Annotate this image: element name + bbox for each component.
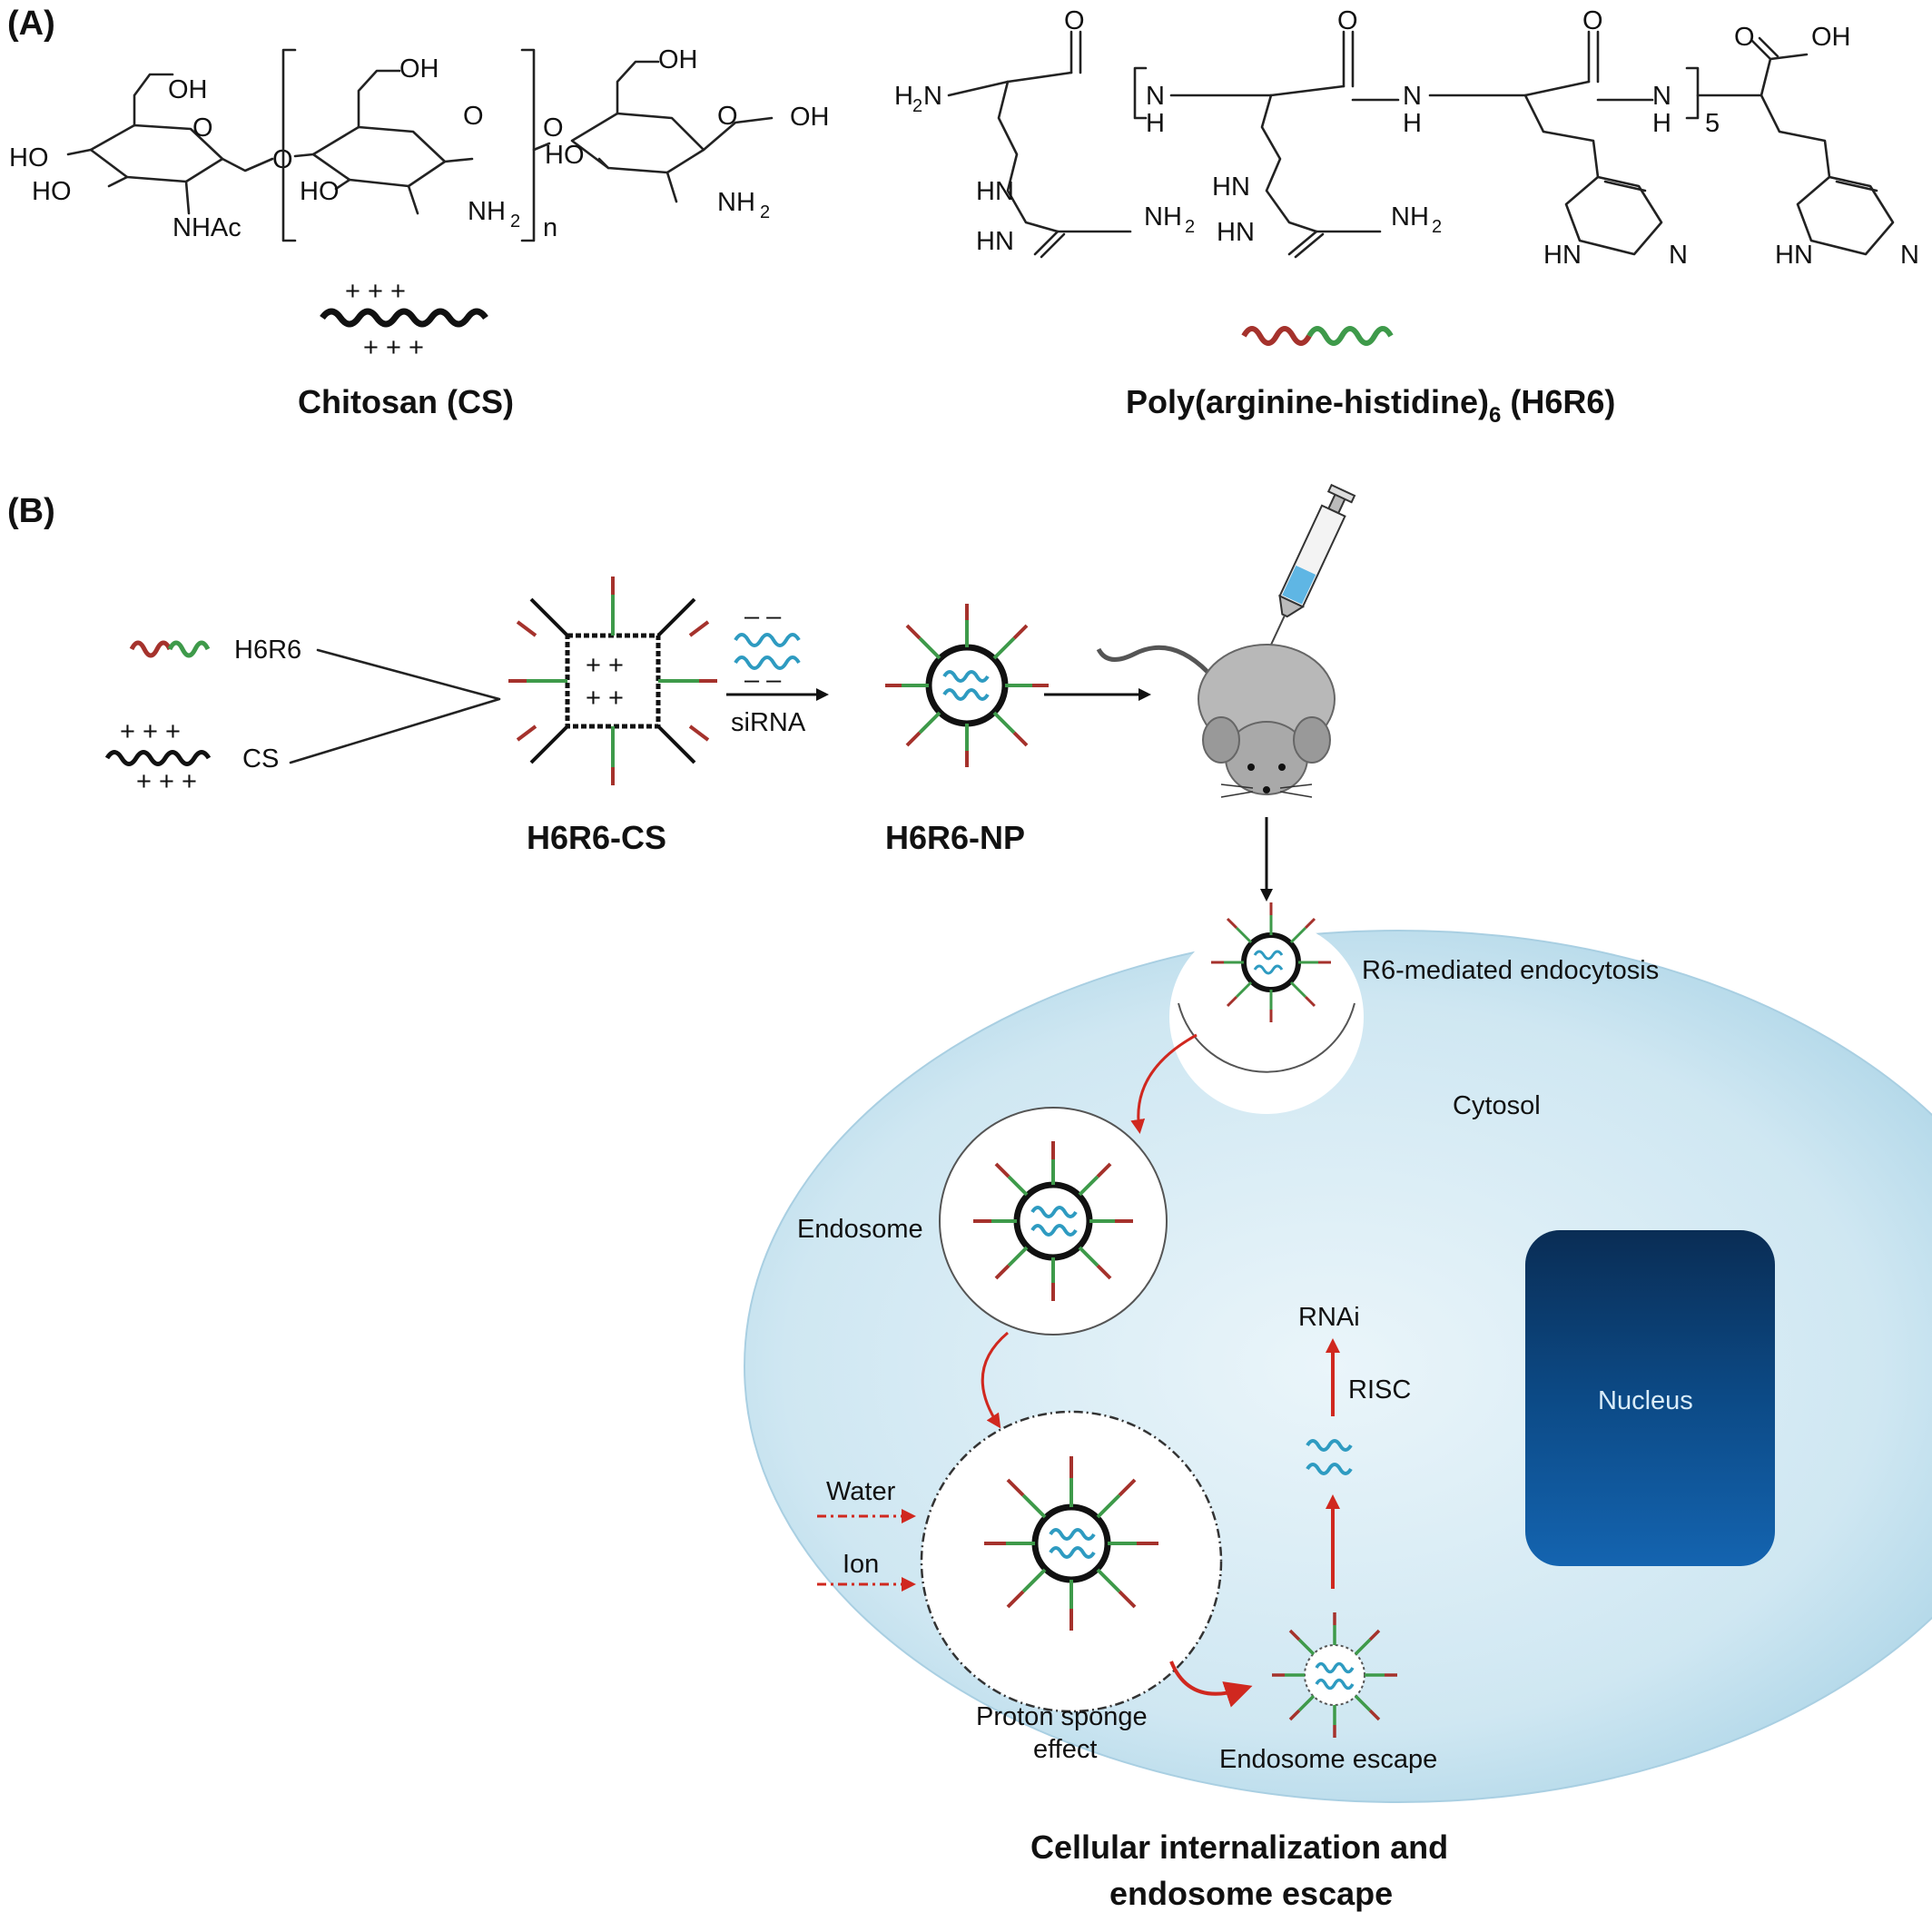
chitosan-atom-nh2-b-sub: 2 [760, 202, 770, 222]
chitosan-atom-ho1: HO [9, 143, 49, 172]
nucleus-label: Nucleus [1598, 1386, 1693, 1415]
h6r6-nh-1-sub: 2 [1185, 217, 1195, 237]
h6r6-cs-charge-2: + + [586, 684, 624, 713]
chitosan-atom-o: O [192, 113, 213, 143]
legend-join-lines [289, 648, 501, 764]
sirna-charge-bottom: – – [744, 665, 782, 695]
chitosan-symbol: + + + + + + [320, 277, 488, 362]
h6r6-h-2: H [1403, 109, 1422, 138]
h6r6-oh: OH [1811, 23, 1851, 52]
h6r6-h-3: H [1652, 109, 1671, 138]
chitosan-atom-o-link2: O [543, 113, 564, 143]
arrow-to-endosome [1130, 1033, 1198, 1134]
panel-a-label: (A) [7, 5, 55, 43]
h6r6-o3: O [1582, 6, 1603, 35]
h6r6-his2-n: N [1900, 241, 1919, 270]
legend-h6r6-label: H6R6 [234, 636, 301, 665]
chitosan-atom-nh2-b: NH [717, 188, 755, 217]
h6r6-cs-charge-1: + + [586, 651, 624, 680]
h6r6-hn-3: HN [1212, 172, 1250, 202]
chitosan-atom-nh2: NH [468, 197, 506, 226]
chitosan-caption: Chitosan (CS) [298, 383, 514, 420]
legend-cs: + + + + + + [104, 717, 212, 796]
h6r6-o2: O [1337, 6, 1358, 35]
rnai-label: RNAi [1298, 1303, 1360, 1332]
water-label: Water [826, 1477, 896, 1506]
h6r6-h2n-2: 2 [912, 96, 922, 116]
risc-label: RISC [1348, 1375, 1411, 1405]
h6r6-h2n-n: N [923, 82, 942, 111]
h6r6-o1: O [1064, 6, 1085, 35]
h6r6-h2n-h: H [894, 82, 913, 111]
chitosan-atom-oh4: OH [790, 103, 830, 132]
h6r6-symbol [1241, 326, 1394, 346]
h6r6-his2-hn: HN [1775, 241, 1813, 270]
proton-sponge-endosome [920, 1410, 1223, 1713]
ion-label: Ion [843, 1550, 879, 1579]
chitosan-atom-o2: O [463, 102, 484, 131]
chitosan-charge-bottom: + + + [363, 333, 424, 362]
panel-b-label: (B) [7, 492, 55, 530]
h6r6-np-caption: H6R6-NP [885, 819, 1025, 856]
bottom-caption-2: endosome escape [1109, 1875, 1393, 1912]
cytosol-label: Cytosol [1453, 1091, 1541, 1120]
chitosan-atom-oh2: OH [399, 54, 439, 84]
chitosan-atom-ho4: HO [545, 141, 585, 170]
syringe-icon [1268, 483, 1356, 649]
arrow-to-escape [1169, 1661, 1253, 1708]
h6r6-hn-2: HN [976, 227, 1014, 256]
endocytosis-label: R6-mediated endocytosis [1362, 956, 1659, 985]
chitosan-atom-nhac: NHAc [172, 213, 242, 242]
endosome [939, 1107, 1168, 1336]
h6r6-n-2: N [1403, 82, 1422, 111]
proton-sponge-label-2: effect [1033, 1735, 1097, 1764]
h6r6-his1-hn: HN [1543, 241, 1582, 270]
sirna-addition: – – – – [726, 602, 829, 701]
h6r6-nh-2-sub: 2 [1432, 217, 1442, 237]
chitosan-atom-o3: O [717, 102, 738, 131]
chitosan-atom-oh3: OH [658, 45, 698, 74]
h6r6-np [885, 604, 1049, 767]
nucleus [1525, 1230, 1775, 1566]
h6r6-n-3: N [1652, 82, 1671, 111]
legend-cs-label: CS [242, 744, 279, 774]
chitosan-repeat-n: n [543, 213, 557, 242]
proton-sponge-label-1: Proton sponge [976, 1702, 1148, 1731]
chitosan-atom-nh2-sub: 2 [510, 212, 520, 232]
escape-np [1272, 1612, 1397, 1738]
escape-label: Endosome escape [1219, 1745, 1437, 1774]
mouse-icon [1096, 644, 1336, 798]
h6r6-h-1: H [1146, 109, 1165, 138]
chitosan-atom-ho2: HO [32, 177, 72, 206]
h6r6-structure: H 2 N O HN HN NH 2 N H O HN HN NH 2 N H [894, 6, 1919, 270]
sirna-label: siRNA [731, 708, 806, 737]
h6r6-cs-complex: + + + + [508, 577, 717, 785]
h6r6-n-1: N [1146, 82, 1165, 111]
chitosan-structure: OH O HO HO NHAc O OH O HO NH 2 n O OH O … [9, 45, 830, 242]
h6r6-hn-4: HN [1217, 218, 1255, 247]
h6r6-o4: O [1734, 23, 1755, 52]
sirna-charge-top: – – [744, 602, 782, 631]
endocytosis-np [1211, 902, 1331, 1022]
h6r6-cs-caption: H6R6-CS [527, 819, 666, 856]
h6r6-hn-1: HN [976, 177, 1014, 206]
released-sirna [1306, 1439, 1353, 1475]
chitosan-atom-ho3: HO [300, 177, 340, 206]
legend-cs-charge-top: + + + [120, 717, 181, 746]
legend-h6r6 [129, 640, 211, 658]
bottom-caption-1: Cellular internalization and [1030, 1828, 1448, 1866]
legend-cs-charge-bottom: + + + [136, 767, 197, 796]
chitosan-atom-oh: OH [168, 75, 208, 104]
h6r6-caption: Poly(arginine-histidine)6 (H6R6) [1126, 383, 1615, 428]
chitosan-charge-top: + + + [345, 277, 406, 306]
h6r6-nh-2: NH [1391, 202, 1429, 232]
h6r6-his1-n: N [1669, 241, 1688, 270]
arrow-to-proton-sponge [981, 1331, 1009, 1429]
h6r6-nh-1: NH [1144, 202, 1182, 232]
endosome-label: Endosome [797, 1215, 923, 1244]
h6r6-repeat-5: 5 [1705, 109, 1720, 138]
